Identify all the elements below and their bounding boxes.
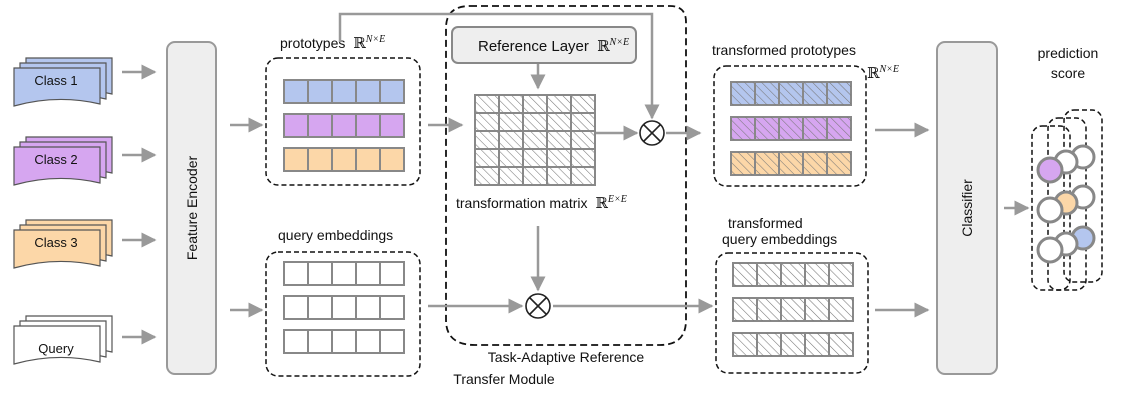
- input-class-2: Class 2: [13, 136, 113, 186]
- reference-layer-block: Reference Layer ℝN×E: [451, 26, 637, 64]
- transformed-query-row: [732, 332, 854, 357]
- module-boundary: [445, 5, 687, 346]
- class-2-label: Class 2: [34, 152, 77, 167]
- transformed-prototypes-grid: [730, 81, 852, 176]
- reference-layer-label: Reference Layer ℝN×E: [478, 37, 629, 55]
- input-class-3: Class 3: [13, 219, 113, 269]
- query-label: Query: [38, 341, 74, 356]
- transformed-prototype-row: [730, 116, 852, 141]
- transformed-prototypes-box: [713, 65, 867, 187]
- query-embedding-row: [283, 295, 405, 320]
- input-arrows: [122, 64, 157, 345]
- feature-encoder-label: Feature Encoder: [184, 156, 200, 261]
- query-embeddings-grid: [283, 261, 405, 354]
- query-embeddings-label: query embeddings: [278, 227, 393, 243]
- transformed-query-label-line2: query embeddings: [722, 231, 837, 247]
- prediction-label-line2: score: [1051, 65, 1085, 81]
- query-embedding-row: [283, 329, 405, 354]
- module-label-line1: Task-Adaptive Reference: [488, 349, 645, 365]
- transformed-query-label-line1: transformed: [728, 215, 803, 231]
- prediction-score-stack: [1031, 109, 1103, 291]
- prototypes-box: [265, 57, 421, 186]
- transformation-matrix-grid: [474, 94, 596, 186]
- input-query: Query: [13, 315, 113, 365]
- query-embedding-row: [283, 261, 405, 286]
- transformed-prototypes-label: transformed prototypes: [712, 42, 856, 58]
- prototypes-grid: [283, 79, 405, 172]
- module-arrows: [338, 12, 714, 314]
- prototype-row: [283, 79, 405, 104]
- prototypes-label: prototypes ℝN×E: [280, 34, 385, 52]
- module-label-line2: Transfer Module: [453, 371, 555, 387]
- transformed-query-row: [732, 297, 854, 322]
- transformed-prototype-row: [730, 81, 852, 106]
- transformed-prototype-row: [730, 151, 852, 176]
- multiply-operator-top: [639, 120, 665, 146]
- transformation-matrix-label: transformation matrix ℝE×E: [456, 194, 627, 212]
- encoder-arrows: [230, 117, 264, 318]
- classifier-label: Classifier: [959, 179, 975, 237]
- transformed-query-row: [732, 262, 854, 287]
- prediction-label-line1: prediction: [1038, 45, 1099, 61]
- multiply-operator-bottom: [525, 293, 551, 319]
- transformed-query-grid: [732, 262, 854, 357]
- input-class-1: Class 1: [13, 57, 113, 107]
- class-1-label: Class 1: [34, 73, 77, 88]
- query-embeddings-box: [265, 251, 421, 377]
- prototype-row: [283, 147, 405, 172]
- classifier-block: Classifier: [936, 41, 998, 375]
- class-3-label: Class 3: [34, 235, 77, 250]
- transformed-prototypes-dim: ℝN×E: [867, 64, 899, 82]
- feature-encoder-block: Feature Encoder: [166, 41, 217, 375]
- transformed-query-box: [715, 252, 869, 374]
- prototype-row: [283, 113, 405, 138]
- classifier-arrows: [875, 122, 930, 318]
